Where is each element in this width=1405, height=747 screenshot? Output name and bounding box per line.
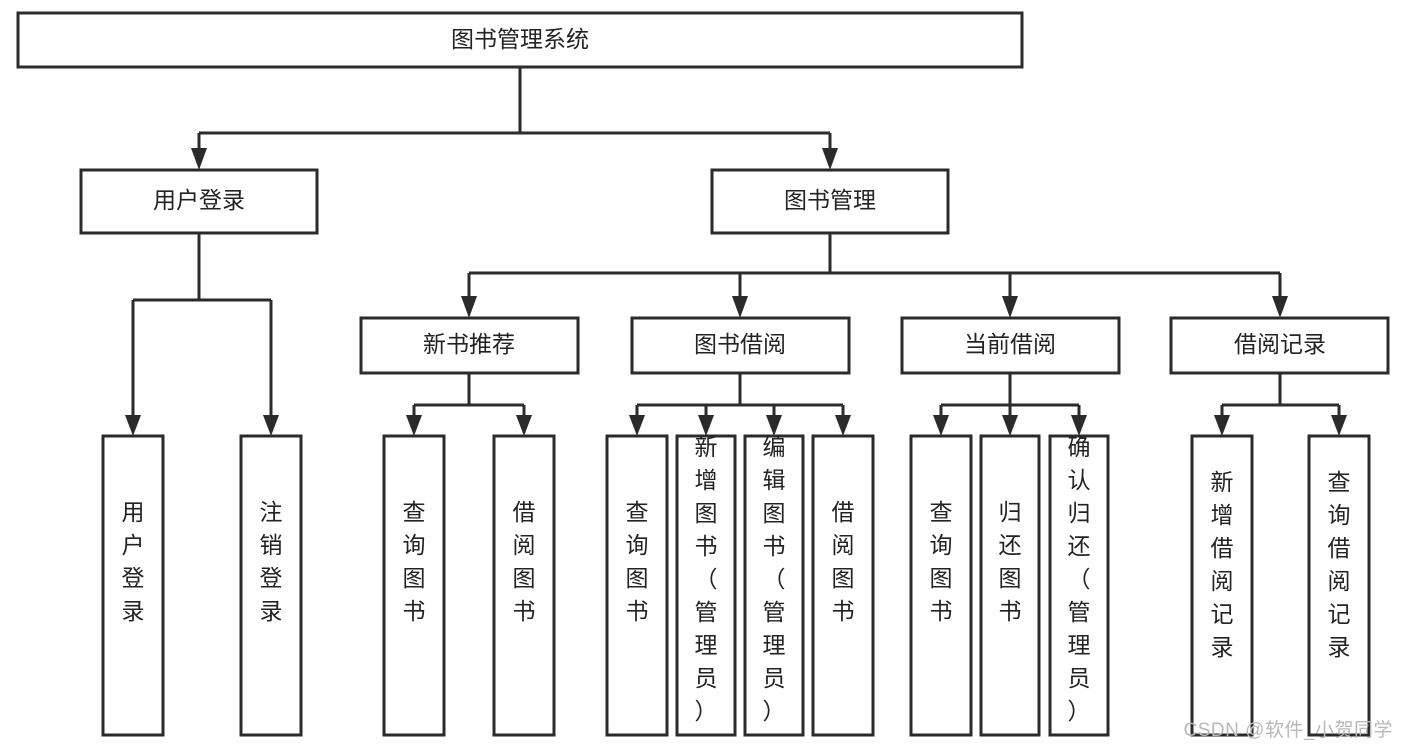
node-label-leaf12: 新增借阅记录 — [1211, 469, 1234, 660]
node-box-bookmgmt[interactable] — [710, 168, 950, 235]
arrow-head-leaf1 — [125, 415, 141, 436]
node-box-leaf1[interactable] — [101, 434, 165, 737]
arrow-head-leaf6 — [698, 415, 714, 436]
node-label-current: 当前借阅 — [964, 331, 1056, 357]
node-box-leaf4[interactable] — [492, 434, 556, 737]
node-box-leaf7[interactable] — [743, 434, 805, 737]
connector-group-root — [191, 67, 838, 170]
node-box-leaf6[interactable] — [675, 434, 737, 737]
arrow-head-leaf11 — [1071, 415, 1087, 436]
node-leaf11[interactable]: 确认归还（管理员） — [1048, 434, 1110, 737]
node-label-bookmgmt: 图书管理 — [784, 187, 876, 213]
node-box-newbook[interactable] — [359, 316, 580, 375]
node-bookmgmt[interactable]: 图书管理 — [710, 168, 950, 235]
node-box-leaf2[interactable] — [239, 434, 303, 737]
node-label-leaf2: 注销登录 — [260, 499, 283, 624]
node-label-leaf7: 编辑图书（管理员） — [763, 434, 786, 724]
node-label-leaf8: 借阅图书 — [832, 499, 855, 624]
connector-group-current — [933, 373, 1087, 436]
node-label-leaf3: 查询图书 — [403, 499, 426, 624]
node-box-leaf10[interactable] — [979, 434, 1041, 737]
node-label-root: 图书管理系统 — [451, 26, 589, 52]
watermark: CSDN @软件_小贺同学 — [1183, 720, 1393, 741]
node-box-leaf5[interactable] — [605, 434, 669, 737]
node-leaf10[interactable]: 归还图书 — [979, 434, 1041, 737]
node-box-borrow[interactable] — [630, 316, 851, 375]
node-box-leaf9[interactable] — [909, 434, 973, 737]
node-label-login: 用户登录 — [153, 187, 245, 213]
node-box-leaf11[interactable] — [1048, 434, 1110, 737]
arrow-head-newbook — [461, 296, 477, 318]
arrow-head-leaf7 — [766, 415, 782, 436]
arrow-head-leaf3 — [406, 415, 422, 436]
node-label-leaf11: 确认归还（管理员） — [1068, 434, 1091, 724]
arrow-head-leaf9 — [933, 415, 949, 436]
connector-group-bookmgmt — [461, 233, 1288, 318]
node-label-leaf13: 查询借阅记录 — [1328, 469, 1351, 660]
node-box-leaf3[interactable] — [382, 434, 446, 737]
node-current[interactable]: 当前借阅 — [900, 316, 1121, 375]
node-label-leaf10: 归还图书 — [999, 499, 1022, 624]
arrow-head-leaf8 — [835, 415, 851, 436]
node-box-current[interactable] — [900, 316, 1121, 375]
node-box-root[interactable] — [16, 11, 1024, 69]
node-leaf6[interactable]: 新增图书（管理员） — [675, 434, 737, 737]
node-label-records: 借阅记录 — [1234, 331, 1326, 357]
connector-group-newbook — [406, 373, 532, 436]
connector-group-borrow — [629, 373, 851, 436]
node-leaf7[interactable]: 编辑图书（管理员） — [743, 434, 805, 737]
node-label-leaf9: 查询图书 — [930, 499, 953, 624]
node-box-login[interactable] — [79, 168, 319, 235]
node-box-records[interactable] — [1169, 316, 1390, 375]
node-leaf5[interactable]: 查询图书 — [605, 434, 669, 737]
node-borrow[interactable]: 图书借阅 — [630, 316, 851, 375]
node-label-borrow: 图书借阅 — [694, 331, 786, 357]
arrow-head-bookmgmt — [822, 148, 838, 170]
arrow-head-leaf2 — [263, 415, 279, 436]
node-leaf2[interactable]: 注销登录 — [239, 434, 303, 737]
node-label-newbook: 新书推荐 — [423, 331, 515, 357]
node-root[interactable]: 图书管理系统 — [16, 11, 1024, 69]
node-label-leaf5: 查询图书 — [626, 499, 649, 624]
node-label-leaf4: 借阅图书 — [513, 499, 536, 624]
node-records[interactable]: 借阅记录 — [1169, 316, 1390, 375]
node-leaf12[interactable]: 新增借阅记录 — [1190, 434, 1254, 737]
node-leaf9[interactable]: 查询图书 — [909, 434, 973, 737]
arrow-head-leaf12 — [1214, 415, 1230, 436]
node-leaf3[interactable]: 查询图书 — [382, 434, 446, 737]
arrow-head-leaf10 — [1002, 415, 1018, 436]
node-login[interactable]: 用户登录 — [79, 168, 319, 235]
node-leaf1[interactable]: 用户登录 — [101, 434, 165, 737]
node-leaf13[interactable]: 查询借阅记录 — [1307, 434, 1371, 737]
arrow-head-borrow — [732, 296, 748, 318]
connector-group-records — [1214, 373, 1347, 436]
node-label-leaf6: 新增图书（管理员） — [695, 434, 718, 724]
node-leaf4[interactable]: 借阅图书 — [492, 434, 556, 737]
arrow-head-leaf4 — [516, 415, 532, 436]
node-box-leaf13[interactable] — [1307, 434, 1371, 737]
arrow-head-login — [191, 148, 207, 170]
connector-group-login — [125, 233, 279, 436]
arrow-head-leaf5 — [629, 415, 645, 436]
node-leaf8[interactable]: 借阅图书 — [811, 434, 875, 737]
node-box-leaf12[interactable] — [1190, 434, 1254, 737]
node-label-leaf1: 用户登录 — [122, 499, 145, 624]
node-box-leaf8[interactable] — [811, 434, 875, 737]
node-newbook[interactable]: 新书推荐 — [359, 316, 580, 375]
arrow-head-records — [1272, 296, 1288, 318]
arrow-head-current — [1002, 296, 1018, 318]
arrow-head-leaf13 — [1331, 415, 1347, 436]
